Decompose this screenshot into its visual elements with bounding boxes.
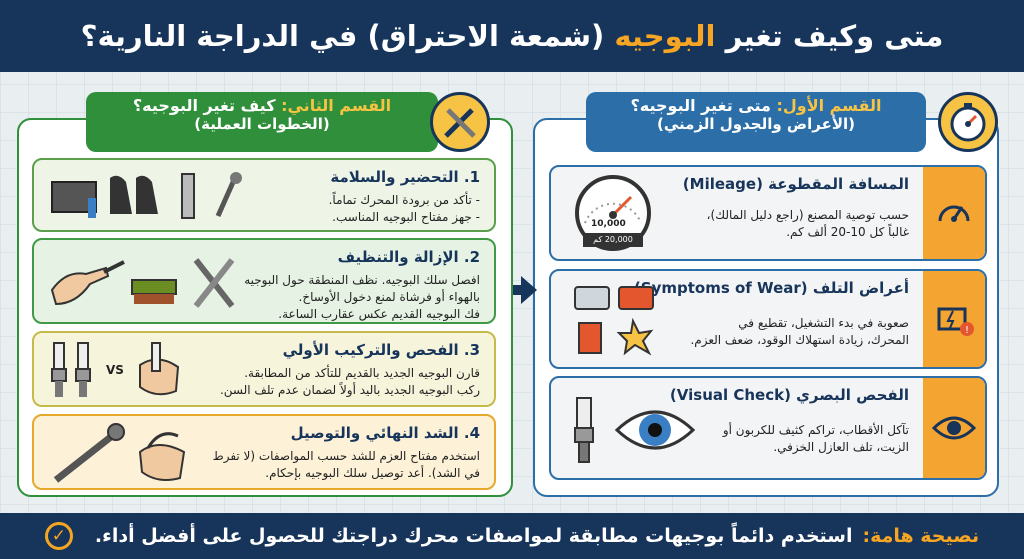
mileage-card: المسافة المقطوعة (Mileage) حسب توصية الم… <box>549 165 987 261</box>
spark-plug-eye-icon <box>567 390 697 470</box>
title-highlight: البوجيه <box>614 19 716 53</box>
wear-symptoms-card: ! أعراض التلف (Symptoms of Wear) صعوبة ف… <box>549 269 987 369</box>
step-1-card: 1. التحضير والسلامة - تأكد من برودة المح… <box>32 158 496 232</box>
arrow-right-icon <box>497 276 537 304</box>
eye-icon <box>923 378 985 478</box>
step-1-title: 1. التحضير والسلامة <box>330 168 480 186</box>
mileage-title: المسافة المقطوعة (Mileage) <box>682 175 909 193</box>
visual-check-title: الفحص البصري (Visual Check) <box>669 386 909 404</box>
visual-check-card: الفحص البصري (Visual Check) تآكل الأقطاب… <box>549 376 987 480</box>
tip-footer: نصيحة هامة: استخدم دائماً بوجيهات مطابقة… <box>0 513 1024 559</box>
section-one-title: القسم الأول: متى تغير البوجيه؟ (الأعراض … <box>586 92 926 152</box>
page-header: متى وكيف تغير البوجيه (شمعة الاحتراق) في… <box>0 0 1024 72</box>
step-2-title: 2. الإزالة والتنظيف <box>337 248 480 266</box>
step-3-title: 3. الفحص والتركيب الأولي <box>282 341 480 359</box>
step-2-card: 2. الإزالة والتنظيف افصل سلك البوجيه. نظ… <box>32 238 496 324</box>
torque-wrench-icon <box>48 422 198 486</box>
step-4-card: 4. الشد النهائي والتوصيل استخدم مفتاح ال… <box>32 414 496 490</box>
engine-warning-icon: ! <box>923 271 985 367</box>
preparation-tools-icon <box>48 168 248 224</box>
compare-spark-plugs-icon: VS <box>48 339 188 403</box>
warning-lights-icon <box>571 281 671 361</box>
wrench-spark-plug-icon <box>430 92 490 152</box>
step-4-title: 4. الشد النهائي والتوصيل <box>290 424 480 442</box>
tip-text: استخدم دائماً بوجيهات مطابقة لمواصفات مح… <box>94 525 853 547</box>
removal-tools-icon <box>46 250 242 316</box>
svg-text:!: ! <box>965 325 969 336</box>
tip-label: نصيحة هامة: <box>862 525 980 547</box>
section-two-title: القسم الثاني: كيف تغير البوجيه؟ (الخطوات… <box>86 92 438 152</box>
odometer-gauge-icon: 10,000 20,000 كم <box>573 173 653 255</box>
wear-symptoms-title: أعراض التلف (Symptoms of Wear) <box>634 279 909 297</box>
step-3-card: 3. الفحص والتركيب الأولي قارن البوجيه ال… <box>32 331 496 407</box>
check-icon: ✓ <box>44 522 73 550</box>
vs-label: VS <box>106 363 124 377</box>
stopwatch-gauge-icon <box>938 92 998 152</box>
gauge-icon <box>923 167 985 259</box>
page-title: متى وكيف تغير البوجيه (شمعة الاحتراق) في… <box>80 19 944 53</box>
